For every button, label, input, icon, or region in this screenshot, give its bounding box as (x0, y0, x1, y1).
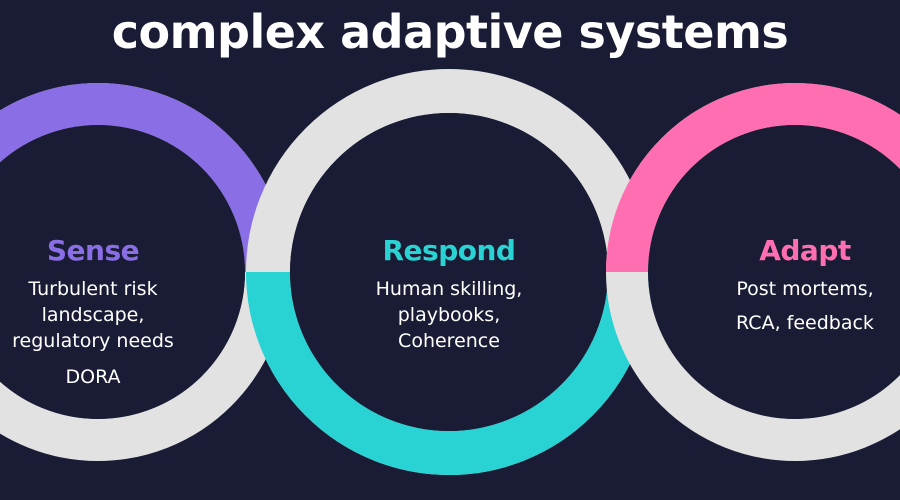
adapt-ring-highlight (606, 83, 900, 273)
sense-line-2: landscape, (41, 304, 145, 326)
sense-line-3: regulatory needs (12, 330, 174, 352)
adapt-ring-center (648, 125, 900, 419)
sense-description: Turbulent risk landscape, regulatory nee… (0, 276, 188, 390)
respond-ring-highlight (246, 271, 652, 475)
sense-extra: DORA (65, 366, 121, 388)
adapt-description: Post mortems, RCA, feedback (710, 276, 900, 336)
adapt-block: Adapt Post mortems, RCA, feedback (710, 234, 900, 336)
respond-ring-center (290, 113, 608, 431)
adapt-line-2: RCA, feedback (736, 312, 874, 334)
respond-line-3: Coherence (398, 330, 500, 352)
respond-block: Respond Human skilling, playbooks, Coher… (339, 234, 559, 354)
sense-ring-highlight (0, 83, 287, 273)
sense-block: Sense Turbulent risk landscape, regulato… (0, 234, 188, 390)
sense-heading: Sense (46, 234, 140, 267)
adapt-line-1: Post mortems, (736, 278, 874, 300)
respond-description: Human skilling, playbooks, Coherence (339, 276, 559, 354)
sense-line-1: Turbulent risk (28, 278, 158, 300)
respond-line-2: playbooks, (397, 304, 501, 326)
respond-line-1: Human skilling, (375, 278, 523, 300)
sense-ring-center (0, 125, 245, 419)
adapt-heading: Adapt (759, 234, 851, 267)
page-title: complex adaptive systems (111, 5, 789, 59)
respond-heading: Respond (382, 234, 516, 267)
